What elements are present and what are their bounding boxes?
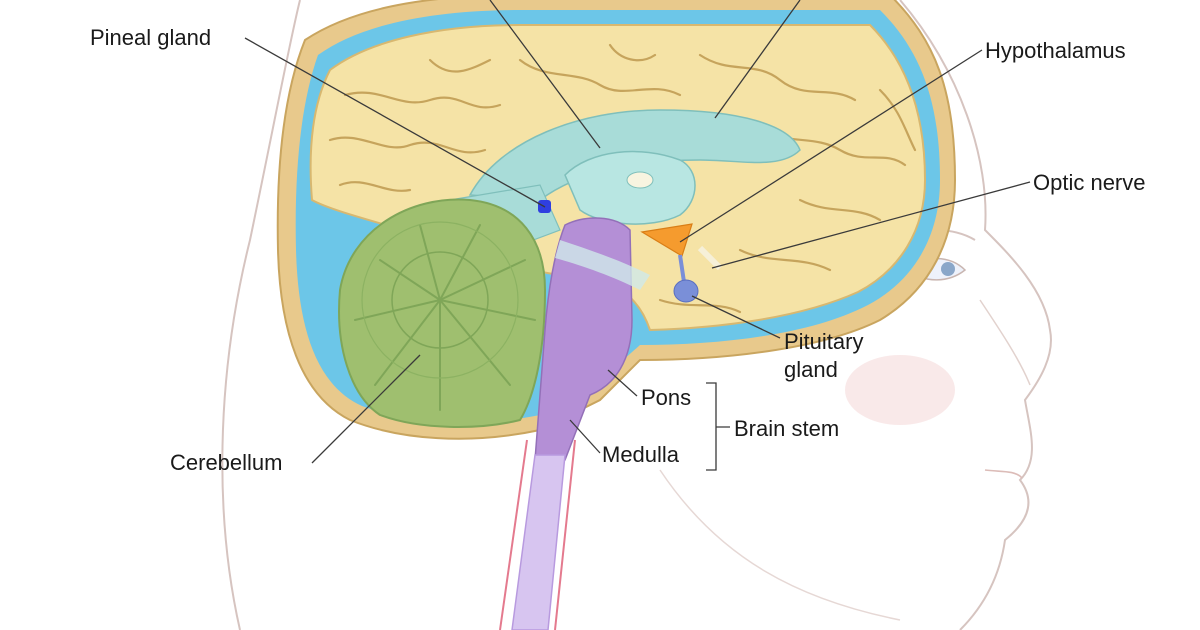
midbrain-tube — [555, 240, 650, 290]
leader-lines — [244, 0, 1031, 471]
label-cerebellum: Cerebellum — [170, 450, 283, 475]
leader-medulla — [569, 419, 601, 454]
head-skin-outline — [221, 0, 1052, 630]
lip-line — [984, 469, 1023, 479]
leader-optic — [711, 181, 1031, 269]
label-pineal-gland: Pineal gland — [90, 25, 211, 50]
pituitary-stalk — [678, 254, 686, 283]
leader-pons — [607, 369, 638, 397]
hypothalamus — [640, 223, 693, 257]
cerebellum — [338, 198, 547, 428]
label-pituitary-line2: gland — [784, 357, 838, 382]
jaw-line — [659, 469, 901, 621]
ventricle-hole — [626, 171, 654, 189]
label-medulla: Medulla — [602, 442, 680, 467]
leader-top-right — [714, 0, 801, 119]
leader-pineal — [244, 37, 546, 208]
cheek-blush — [845, 355, 955, 425]
label-hypothalamus: Hypothalamus — [985, 38, 1126, 63]
leader-top-left — [489, 0, 601, 149]
leader-hypothalamus — [679, 49, 983, 243]
optic-nerve — [697, 245, 723, 271]
leader-cerebellum — [311, 354, 421, 464]
nose-line — [979, 299, 1031, 386]
spinal-canal-left — [499, 439, 528, 630]
ventricle — [564, 150, 696, 225]
spinal-canal-right — [554, 439, 576, 630]
label-pituitary-line1: Pituitary — [784, 329, 863, 354]
label-pons: Pons — [641, 385, 691, 410]
label-optic-nerve: Optic nerve — [1033, 170, 1146, 195]
leader-pituitary — [691, 295, 781, 339]
brain-stem-bracket — [706, 382, 730, 471]
brain-stem — [534, 217, 633, 461]
pituitary-gland — [673, 279, 699, 303]
eye-iris — [941, 262, 955, 276]
label-brain-stem: Brain stem — [734, 416, 839, 441]
cerebellum-folia — [354, 221, 536, 411]
spinal-cord — [511, 454, 566, 630]
